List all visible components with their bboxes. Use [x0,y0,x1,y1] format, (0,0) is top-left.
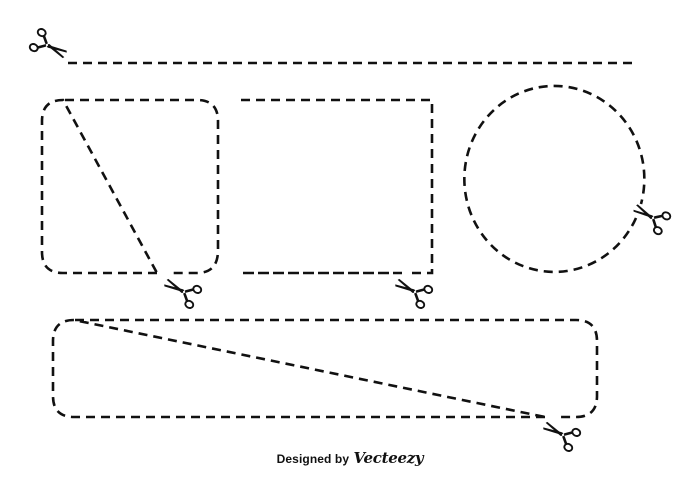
scissors-icon [537,413,583,454]
credit-prefix: Designed by [276,452,350,466]
rounded-square-coupon [40,98,220,275]
brand-logo: Vecteezy [353,449,424,467]
scissors-icon [627,195,673,237]
circle-coupon [463,84,646,274]
scissors-icon [389,270,435,311]
wide-rounded-coupon [51,318,599,419]
scissors-icon [27,26,73,67]
notched-square-coupon [241,98,434,275]
scissors-icon [158,270,204,311]
designer-credit: Designed by Vecteezy [0,449,700,468]
